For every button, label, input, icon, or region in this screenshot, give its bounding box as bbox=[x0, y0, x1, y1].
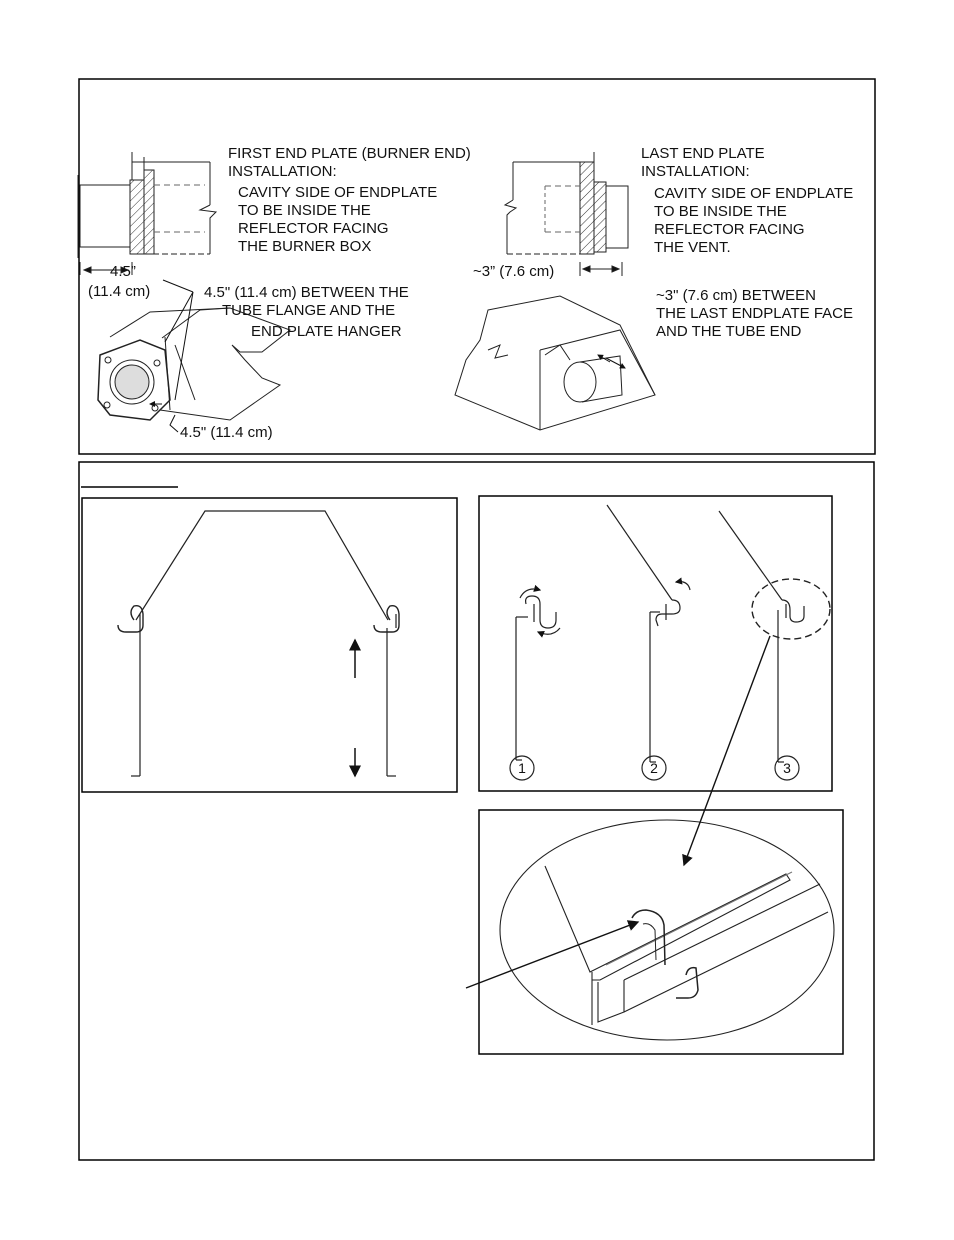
first-plate-between-3: END PLATE HANGER bbox=[251, 323, 402, 340]
last-plate-section-view bbox=[503, 152, 629, 276]
last-plate-note-3: REFLECTOR FACING bbox=[654, 221, 805, 238]
first-plate-dim-in: 4.5” bbox=[110, 263, 136, 280]
detail-leader-arrow bbox=[682, 635, 771, 867]
first-plate-leader-lines bbox=[149, 279, 194, 433]
detail-callout-circle bbox=[751, 578, 831, 640]
step-2-number: 2 bbox=[650, 760, 658, 776]
hook-detail-box bbox=[478, 809, 844, 1055]
last-plate-dim: ~3” (7.6 cm) bbox=[473, 263, 554, 280]
hook-leader-arrow bbox=[465, 920, 640, 989]
step-1-number: 1 bbox=[518, 760, 526, 776]
last-plate-note-4: THE VENT. bbox=[654, 239, 731, 256]
reflector-hang-box bbox=[81, 497, 458, 793]
first-plate-section-view bbox=[77, 152, 218, 275]
last-plate-note-2: TO BE INSIDE THE bbox=[654, 203, 787, 220]
first-plate-bottom-dim: 4.5" (11.4 cm) bbox=[180, 424, 273, 441]
hook-step-2 bbox=[606, 504, 691, 763]
first-plate-iso-view bbox=[97, 307, 292, 421]
last-plate-title-2: INSTALLATION: bbox=[641, 163, 750, 180]
first-plate-between-1: 4.5" (11.4 cm) BETWEEN THE bbox=[204, 284, 409, 301]
hook-steps-box bbox=[478, 495, 833, 792]
first-plate-dim-cm: (11.4 cm) bbox=[88, 283, 150, 300]
first-plate-title-1: FIRST END PLATE (BURNER END) bbox=[228, 145, 471, 162]
last-plate-title-1: LAST END PLATE bbox=[641, 145, 765, 162]
top-panel-frame bbox=[78, 78, 876, 455]
reflector-hang-diagram bbox=[117, 510, 400, 777]
first-plate-between-2: TUBE FLANGE AND THE bbox=[222, 302, 395, 319]
first-plate-note-3: REFLECTOR FACING bbox=[238, 220, 389, 237]
hook-step-3 bbox=[718, 510, 831, 763]
last-plate-between-3: AND THE TUBE END bbox=[656, 323, 801, 340]
hook-step-1 bbox=[515, 584, 561, 761]
last-plate-between-2: THE LAST ENDPLATE FACE bbox=[656, 305, 853, 322]
step-numbers: 1 2 3 bbox=[509, 755, 800, 781]
last-plate-note-1: CAVITY SIDE OF ENDPLATE bbox=[654, 185, 853, 202]
first-plate-note-1: CAVITY SIDE OF ENDPLATE bbox=[238, 184, 437, 201]
first-plate-note-2: TO BE INSIDE THE bbox=[238, 202, 371, 219]
step-3-circle bbox=[774, 755, 800, 781]
first-plate-note-4: THE BURNER BOX bbox=[238, 238, 371, 255]
hook-detail-view bbox=[499, 819, 835, 1041]
first-plate-title-2: INSTALLATION: bbox=[228, 163, 337, 180]
last-plate-between-1: ~3" (7.6 cm) BETWEEN bbox=[656, 287, 816, 304]
bottom-panel-frame bbox=[78, 461, 875, 1161]
step-2-circle bbox=[641, 755, 667, 781]
step-1-circle bbox=[509, 755, 535, 781]
step-3-number: 3 bbox=[783, 760, 791, 776]
last-plate-iso-view bbox=[454, 295, 656, 431]
